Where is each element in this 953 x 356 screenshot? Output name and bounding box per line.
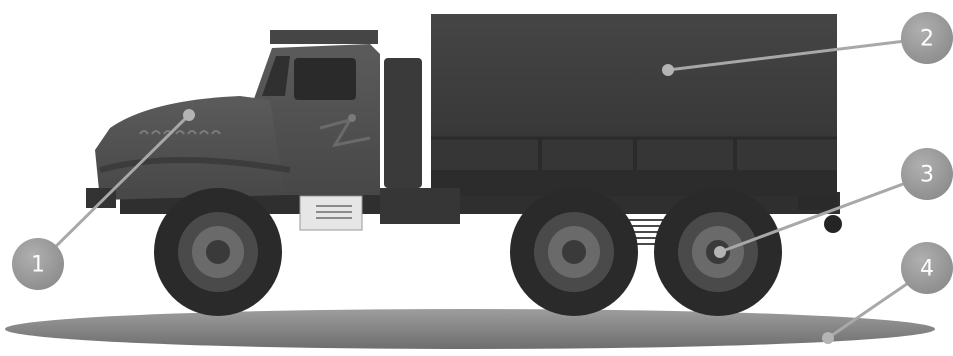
anchor-dot-4 bbox=[822, 332, 834, 344]
callout-2-label: 2 bbox=[920, 27, 934, 52]
callout-3-label: 3 bbox=[920, 163, 934, 188]
callout-1: 1 bbox=[12, 238, 64, 290]
middle-wheel bbox=[510, 188, 638, 316]
anchor-dot-2 bbox=[662, 64, 674, 76]
spare-wheel-carrier bbox=[384, 58, 422, 188]
anchor-dot-1 bbox=[183, 109, 195, 121]
cab-roof-rack bbox=[270, 30, 378, 44]
rear-bumper bbox=[798, 196, 838, 210]
anchor-dot-3 bbox=[714, 246, 726, 258]
callout-3: 3 bbox=[901, 148, 953, 200]
cargo-canopy bbox=[431, 14, 837, 196]
callout-4-label: 4 bbox=[920, 257, 934, 282]
truck bbox=[86, 14, 842, 316]
ground-shadow bbox=[5, 309, 935, 349]
callout-1-label: 1 bbox=[31, 253, 45, 278]
front-wheel bbox=[154, 188, 282, 316]
fuel-tank bbox=[380, 188, 460, 224]
tow-hook bbox=[824, 215, 842, 233]
callout-4: 4 bbox=[901, 242, 953, 294]
door-handle bbox=[348, 114, 356, 122]
cargo-bed bbox=[431, 170, 837, 196]
callout-2: 2 bbox=[901, 12, 953, 64]
cab-window bbox=[294, 58, 356, 100]
